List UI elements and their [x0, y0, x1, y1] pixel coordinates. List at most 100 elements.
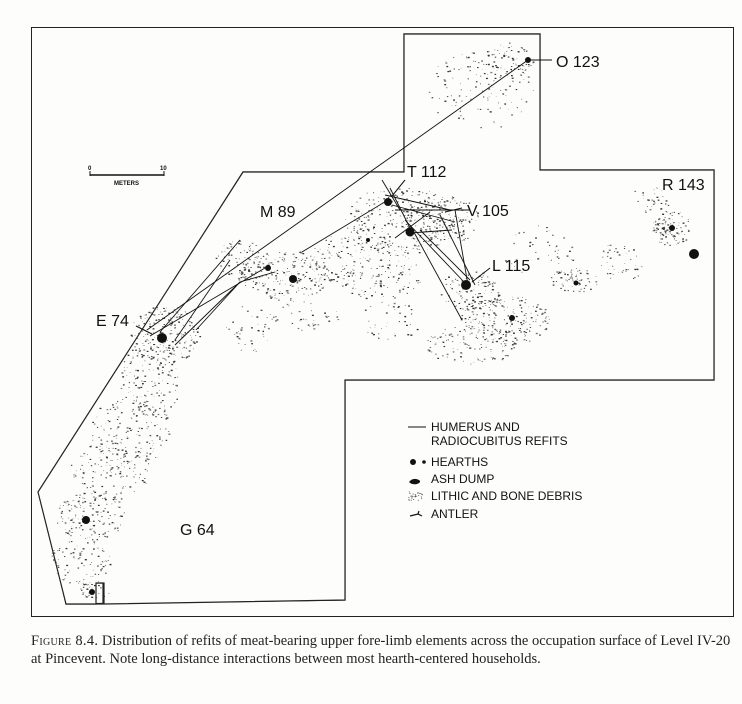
debris-mark [140, 350, 142, 352]
debris-mark [467, 273, 470, 275]
debris-mark [448, 334, 451, 336]
debris-mark [275, 316, 277, 318]
debris-mark [92, 525, 94, 526]
debris-mark [666, 229, 669, 231]
debris-mark [449, 201, 451, 203]
debris-mark [478, 280, 480, 282]
debris-mark [163, 324, 165, 325]
debris-mark [115, 435, 117, 437]
debris-mark [300, 260, 302, 261]
debris-mark [116, 443, 119, 445]
debris-mark [283, 260, 285, 262]
debris-mark [173, 402, 176, 404]
debris-mark [392, 296, 394, 297]
debris-mark [127, 354, 130, 356]
debris-mark [317, 324, 320, 326]
debris-mark [248, 279, 250, 281]
debris-mark [520, 307, 523, 309]
debris-mark [141, 354, 143, 355]
debris-mark [248, 269, 250, 271]
debris-mark [132, 358, 134, 359]
debris-mark [456, 291, 458, 293]
debris-mark [323, 278, 326, 281]
debris-mark [133, 413, 135, 415]
debris-mark [165, 428, 167, 430]
debris-mark [270, 262, 273, 264]
debris-mark [244, 267, 245, 268]
debris-mark [567, 274, 569, 276]
debris-mark [68, 530, 71, 532]
debris-mark [76, 507, 78, 508]
debris-mark [255, 245, 257, 246]
debris-mark [286, 271, 288, 273]
debris-mark [79, 554, 82, 556]
debris-mark [156, 424, 158, 425]
debris-mark [105, 560, 107, 561]
debris-mark [380, 191, 382, 193]
debris-mark [460, 90, 462, 91]
debris-mark [128, 387, 130, 388]
debris-mark [105, 477, 107, 478]
debris-mark [330, 280, 332, 282]
debris-mark [256, 277, 258, 279]
debris-mark [494, 77, 497, 79]
debris-mark [400, 265, 403, 267]
debris-mark [411, 208, 412, 210]
debris-mark [637, 275, 639, 276]
debris-mark [145, 459, 146, 461]
debris-mark [681, 230, 683, 232]
debris-mark [101, 561, 104, 563]
debris-mark [387, 264, 388, 266]
debris-mark [472, 305, 474, 307]
debris-mark [116, 437, 117, 439]
hearth-G [82, 516, 90, 524]
debris-mark [369, 287, 371, 289]
debris-mark [191, 325, 193, 327]
debris-mark [149, 325, 152, 328]
debris-mark [421, 213, 422, 215]
debris-mark [117, 468, 119, 470]
debris-mark [475, 294, 476, 295]
debris-mark [454, 306, 457, 307]
debris-mark [596, 284, 598, 286]
debris-mark [410, 207, 412, 209]
debris-mark [472, 319, 474, 321]
debris-mark [132, 356, 134, 358]
debris-mark [143, 336, 145, 337]
debris-mark [104, 498, 107, 501]
debris-mark [168, 371, 170, 373]
debris-mark [133, 322, 135, 323]
debris-mark [555, 246, 557, 248]
debris-mark [174, 327, 176, 329]
debris-mark [340, 250, 343, 252]
debris-mark [114, 496, 116, 498]
debris-mark [120, 457, 122, 459]
debris-mark [512, 340, 514, 342]
debris-mark [471, 52, 473, 54]
debris-mark [532, 61, 535, 63]
debris-mark [82, 510, 85, 512]
debris-mark [310, 255, 312, 257]
debris-mark [513, 68, 516, 70]
debris-mark [384, 241, 387, 244]
debris-mark [419, 281, 421, 283]
debris-mark [460, 108, 462, 110]
debris-mark [183, 357, 185, 358]
debris-mark [266, 317, 268, 319]
boundary-outline [37, 33, 715, 605]
debris-mark [144, 318, 146, 319]
debris-mark [464, 343, 467, 345]
debris-mark [138, 442, 141, 444]
debris-mark [595, 281, 598, 283]
legend-ash-dump: ASH DUMP [431, 472, 494, 486]
debris-mark [496, 298, 498, 300]
debris-mark [151, 349, 154, 351]
debris-mark [554, 250, 556, 252]
debris-mark [152, 450, 154, 452]
debris-mark [487, 97, 489, 99]
debris-mark [543, 313, 545, 314]
debris-mark [182, 348, 183, 349]
debris-mark [378, 201, 379, 202]
debris-mark [433, 207, 435, 208]
debris-mark [103, 550, 105, 552]
